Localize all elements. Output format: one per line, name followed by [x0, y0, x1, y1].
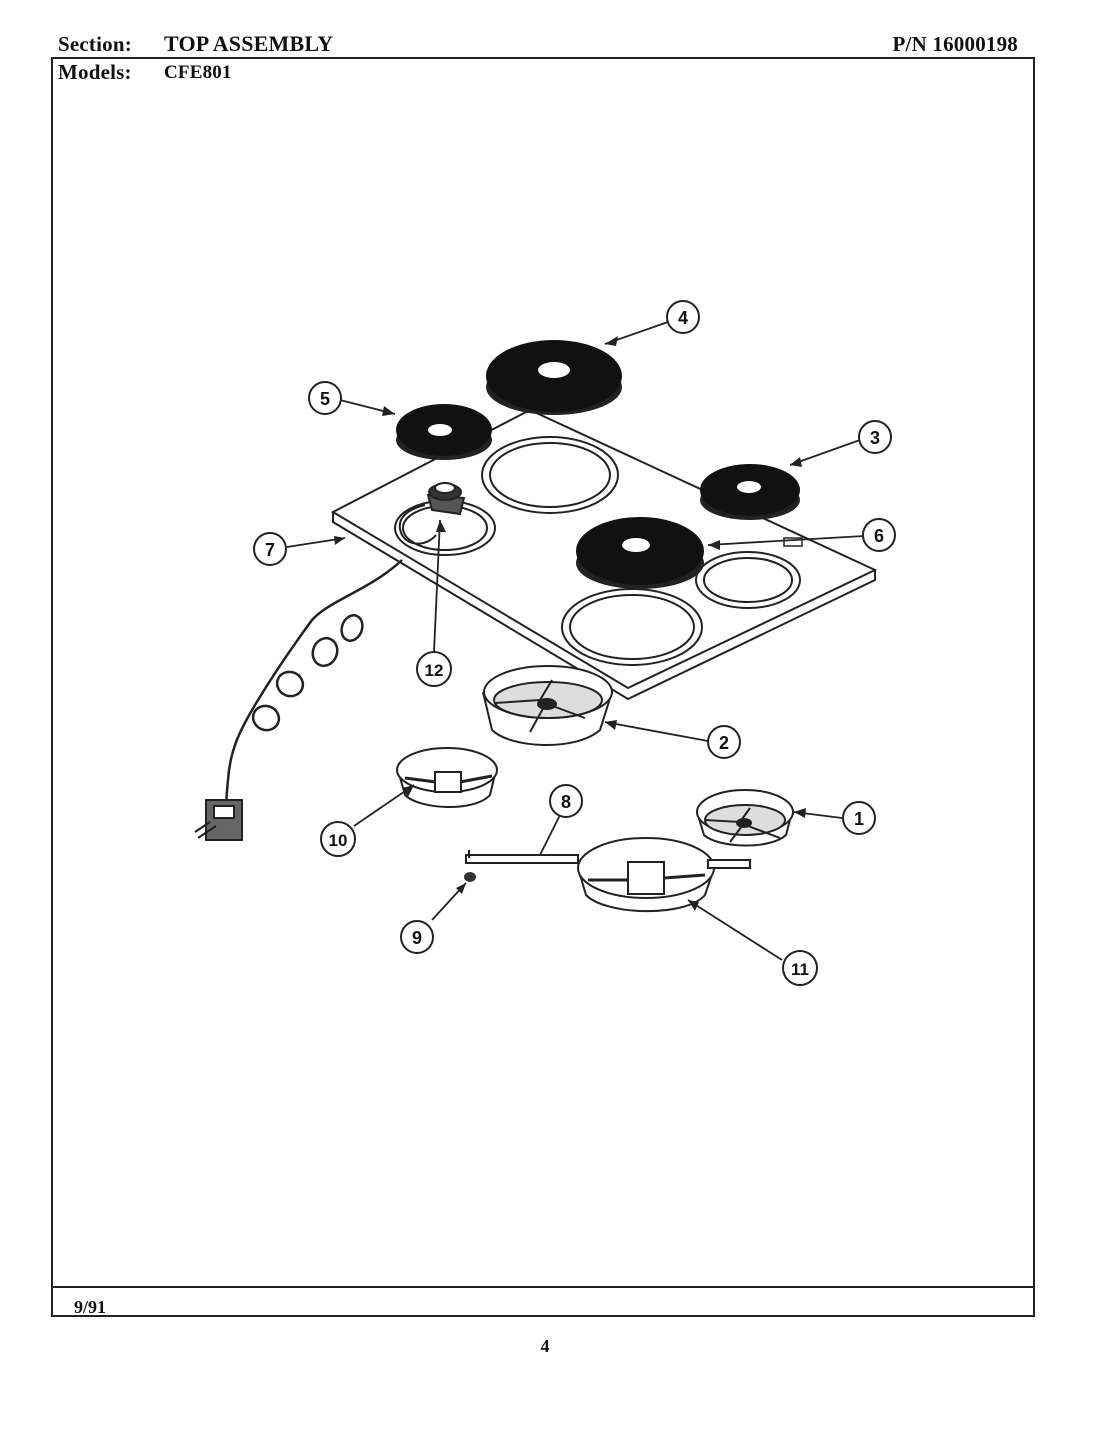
callout-4-label: 4	[678, 308, 688, 328]
terminal-block-receptacle	[398, 482, 466, 545]
callout-7-label: 7	[265, 540, 275, 560]
callout-5: 5	[308, 381, 342, 415]
callout-12-label: 12	[425, 661, 444, 680]
models-value: CFE801	[164, 62, 232, 83]
diagram-frame	[51, 57, 1035, 1317]
callout-6: 6	[862, 518, 896, 552]
callout-8: 8	[549, 784, 583, 818]
section-label: Section:	[58, 32, 132, 56]
part-number: P/N 16000198	[892, 32, 1018, 56]
callout-2: 2	[707, 725, 741, 759]
callout-1: 1	[842, 801, 876, 835]
surface-element-large-front	[576, 517, 704, 589]
leader-arrowheads	[334, 336, 806, 911]
screw	[464, 872, 476, 882]
surface-element-small-right	[700, 464, 800, 520]
callout-8-label: 8	[561, 792, 571, 812]
callout-5-label: 5	[320, 389, 330, 409]
callout-9-label: 9	[412, 928, 422, 948]
leader-lines	[286, 321, 865, 961]
callout-4: 4	[666, 300, 700, 334]
callout-6-label: 6	[874, 526, 884, 546]
drip-bowl-small-left	[396, 747, 498, 808]
callout-10: 10	[320, 821, 356, 857]
page-number: 4	[540, 1336, 550, 1356]
callout-9: 9	[400, 920, 434, 954]
callout-11-label: 11	[791, 960, 809, 979]
surface-element-large-back	[486, 340, 622, 415]
wiring-harness	[224, 559, 403, 831]
callout-7: 7	[253, 532, 287, 566]
section-title: TOP ASSEMBLY	[164, 31, 334, 56]
callout-12: 12	[416, 651, 452, 687]
callout-3-label: 3	[870, 428, 880, 448]
callout-11: 11	[782, 950, 818, 986]
switch-connector	[194, 799, 243, 841]
support-bracket-rod	[465, 850, 751, 869]
drip-bowl-small-right	[696, 789, 794, 847]
callout-10-label: 10	[329, 831, 348, 850]
models-label: Models:	[58, 60, 132, 84]
callout-2-label: 2	[719, 733, 729, 753]
drip-bowl-large-a	[482, 665, 613, 746]
revision-date: 9/91	[74, 1297, 107, 1317]
callout-3: 3	[858, 420, 892, 454]
callout-1-label: 1	[854, 809, 864, 829]
surface-element-small-left	[396, 404, 492, 460]
drip-bowl-large-b	[577, 837, 715, 913]
